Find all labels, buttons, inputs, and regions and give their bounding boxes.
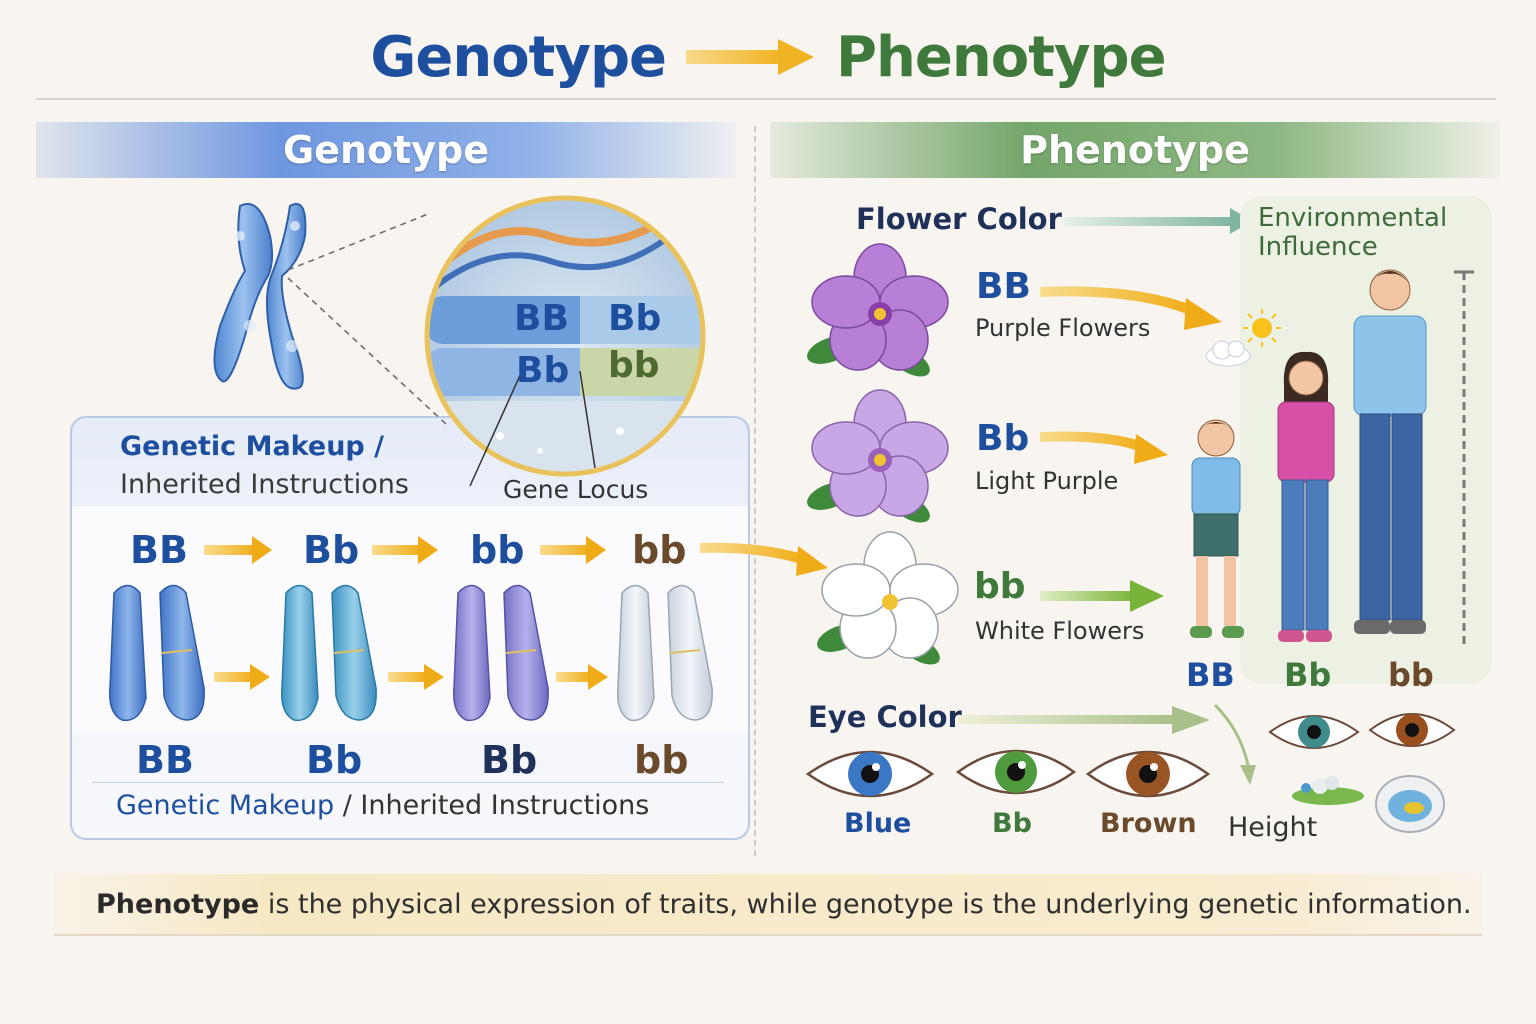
flower-trait-3: White Flowers	[975, 617, 1145, 645]
child-bb-girl-figure	[1277, 351, 1335, 642]
zoom-allele-4: bb	[608, 345, 660, 386]
env-line1: Environmental	[1258, 203, 1448, 233]
top-allele-1: BB	[130, 528, 188, 572]
eye-label-blue: Blue	[844, 808, 912, 839]
summary-rest: is the physical expression of traits, wh…	[259, 888, 1472, 920]
purple-flower-icon	[807, 243, 949, 377]
mid-row-arrow-icon	[556, 664, 608, 690]
white-flower-icon	[817, 531, 959, 665]
eye-color-arrow-icon	[958, 706, 1210, 734]
chromosome-pair-icon	[281, 584, 377, 722]
title-phenotype: Phenotype	[836, 24, 1167, 90]
child-genotype-3: bb	[1388, 656, 1434, 694]
light-purple-arrow-icon	[1039, 431, 1168, 464]
purple-flower-arrow-icon	[1039, 286, 1222, 330]
height-ruler-icon	[1454, 270, 1474, 644]
bottom-caption: Genetic Makeup / Inherited Instructions	[116, 790, 649, 821]
gene-zoom-lens	[427, 198, 703, 474]
section-divider	[754, 126, 756, 856]
small-teal-eye-icon	[1268, 715, 1360, 749]
bottom-allele-2: Bb	[306, 738, 363, 782]
gene-locus-label: Gene Locus	[503, 475, 649, 504]
summary-bold: Phenotype	[96, 888, 260, 920]
children-height-illustration	[1190, 269, 1474, 644]
bottom-allele-4: bb	[634, 738, 689, 782]
summary-banner: Phenotype is the physical expression of …	[54, 874, 1482, 936]
flower-color-label: Flower Color	[856, 202, 1062, 236]
bottom-caption-b: / Inherited Instructions	[334, 790, 650, 821]
top-row-arrow-icon	[204, 536, 272, 564]
child-genotype-2: Bb	[1284, 656, 1332, 694]
flower-genotype-2: Bb	[976, 418, 1030, 459]
genetic-makeup-label: Genetic Makeup / Inherited Instructions	[120, 428, 409, 504]
page-title: Genotype Phenotype	[0, 22, 1536, 92]
caption-rule	[92, 782, 724, 783]
child-bb-tall-figure	[1353, 269, 1427, 634]
cloud-icon	[1205, 340, 1251, 367]
light-purple-flower-icon	[807, 389, 949, 523]
title-divider	[36, 98, 1496, 100]
green-eye-icon	[955, 749, 1077, 795]
genetic-makeup-line2: Inherited Instructions	[120, 469, 409, 500]
genetic-makeup-line1: Genetic Makeup /	[120, 431, 385, 462]
zoom-allele-1: BB	[514, 298, 569, 339]
flowers-illustration	[807, 243, 959, 665]
flower-trait-1: Purple Flowers	[975, 314, 1151, 342]
garden-icon	[1292, 776, 1364, 805]
flower-color-arrow-icon	[1064, 208, 1252, 234]
chromosome-zoom-illustration	[213, 195, 706, 487]
mid-row-arrow-icon	[388, 664, 444, 690]
phenotype-heading-band: Phenotype	[770, 122, 1500, 178]
bottom-allele-1: BB	[136, 738, 194, 782]
height-arrow-icon	[1213, 703, 1256, 785]
flower-genotype-3: bb	[974, 566, 1026, 607]
child-bb-figure	[1190, 419, 1244, 638]
bottom-caption-a: Genetic Makeup	[116, 790, 335, 821]
chromosome-pairs	[109, 584, 713, 722]
env-line2: Influence	[1258, 232, 1378, 262]
top-allele-3: bb	[470, 528, 525, 572]
white-flower-arrow-icon	[1040, 580, 1164, 612]
top-row-arrow-icon	[372, 536, 438, 564]
genotype-heading-band: Genotype	[36, 122, 736, 178]
eyes-illustration	[805, 713, 1456, 833]
title-arrow-icon	[686, 39, 815, 75]
zoom-allele-3: Bb	[516, 350, 570, 391]
small-brown-eye-icon	[1368, 713, 1456, 747]
top-row-arrow-icon	[540, 536, 606, 564]
phenotype-heading: Phenotype	[1020, 128, 1250, 172]
eye-label-bb: Bb	[992, 808, 1032, 839]
height-label: Height	[1228, 812, 1318, 843]
x-chromosome-icon	[213, 203, 307, 390]
blue-eye-icon	[805, 750, 935, 798]
zoom-allele-2: Bb	[608, 298, 662, 339]
brown-eye-icon	[1085, 750, 1211, 798]
cross-panel-arrow-icon	[699, 542, 828, 576]
flower-genotype-1: BB	[976, 266, 1031, 307]
genotype-heading: Genotype	[282, 128, 490, 172]
eye-label-brown: Brown	[1100, 808, 1197, 839]
bottom-allele-3: Bb	[481, 738, 538, 782]
flower-trait-2: Light Purple	[975, 467, 1119, 495]
chromosome-pair-icon	[453, 584, 549, 722]
top-allele-4: bb	[632, 528, 687, 572]
pond-icon	[1375, 775, 1445, 833]
child-genotype-1: BB	[1186, 656, 1235, 694]
eye-color-label: Eye Color	[808, 700, 962, 734]
chromosome-pair-icon	[617, 584, 713, 722]
top-allele-2: Bb	[303, 528, 360, 572]
chromosome-pair-icon	[109, 584, 205, 722]
title-genotype: Genotype	[370, 24, 667, 90]
sun-icon	[1243, 309, 1281, 347]
mid-row-arrow-icon	[214, 664, 270, 690]
environmental-influence-label: Environmental Influence	[1258, 204, 1447, 262]
